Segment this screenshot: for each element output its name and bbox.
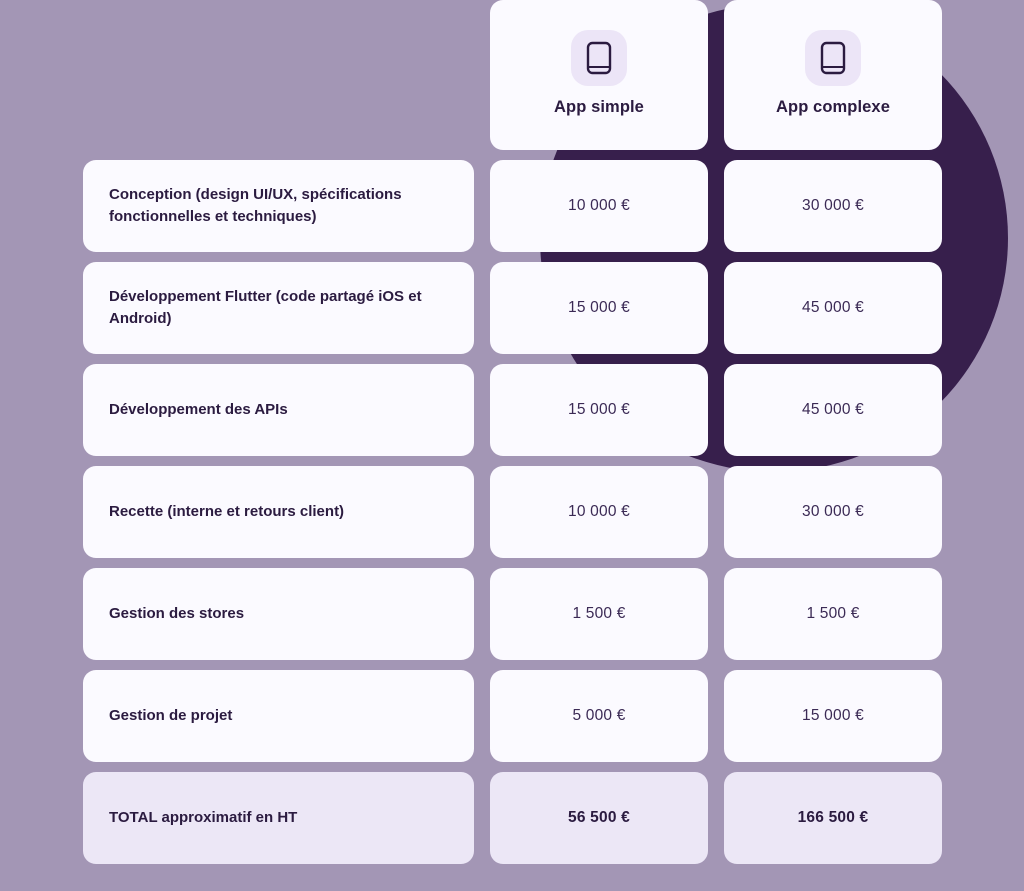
row-gap — [0, 762, 1020, 772]
column-header-app-simple: App simple — [490, 0, 708, 150]
price-cell: 5 000 € — [490, 670, 708, 762]
price-cell: 15 000 € — [724, 670, 942, 762]
column-header-app-complexe: App complexe — [724, 0, 942, 150]
row-gap — [0, 150, 1020, 160]
price-cell: 56 500 € — [490, 772, 708, 864]
mobile-phone-icon — [571, 29, 627, 86]
row-label: Recette (interne et retours client) — [83, 466, 474, 558]
price-cell: 45 000 € — [724, 364, 942, 456]
row-gap — [0, 456, 1020, 466]
price-cell: 1 500 € — [724, 568, 942, 660]
row-label: Développement des APIs — [83, 364, 474, 456]
row-gap — [0, 252, 1020, 262]
price-cell: 10 000 € — [490, 160, 708, 252]
price-cell: 45 000 € — [724, 262, 942, 354]
price-cell: 30 000 € — [724, 466, 942, 558]
price-cell: 30 000 € — [724, 160, 942, 252]
row-label: TOTAL approximatif en HT — [83, 772, 474, 864]
row-label: Gestion des stores — [83, 568, 474, 660]
price-cell: 10 000 € — [490, 466, 708, 558]
price-cell: 166 500 € — [724, 772, 942, 864]
row-gap — [0, 660, 1020, 670]
price-cell: 1 500 € — [490, 568, 708, 660]
row-label: Conception (design UI/UX, spécifications… — [83, 160, 474, 252]
mobile-phone-icon — [805, 29, 861, 86]
row-label: Gestion de projet — [83, 670, 474, 762]
column-header-label: App complexe — [776, 97, 890, 116]
row-gap — [0, 354, 1020, 364]
row-label: Développement Flutter (code partagé iOS … — [83, 262, 474, 354]
row-gap — [0, 558, 1020, 568]
price-cell: 15 000 € — [490, 364, 708, 456]
column-header-label: App simple — [554, 97, 644, 116]
price-cell: 15 000 € — [490, 262, 708, 354]
